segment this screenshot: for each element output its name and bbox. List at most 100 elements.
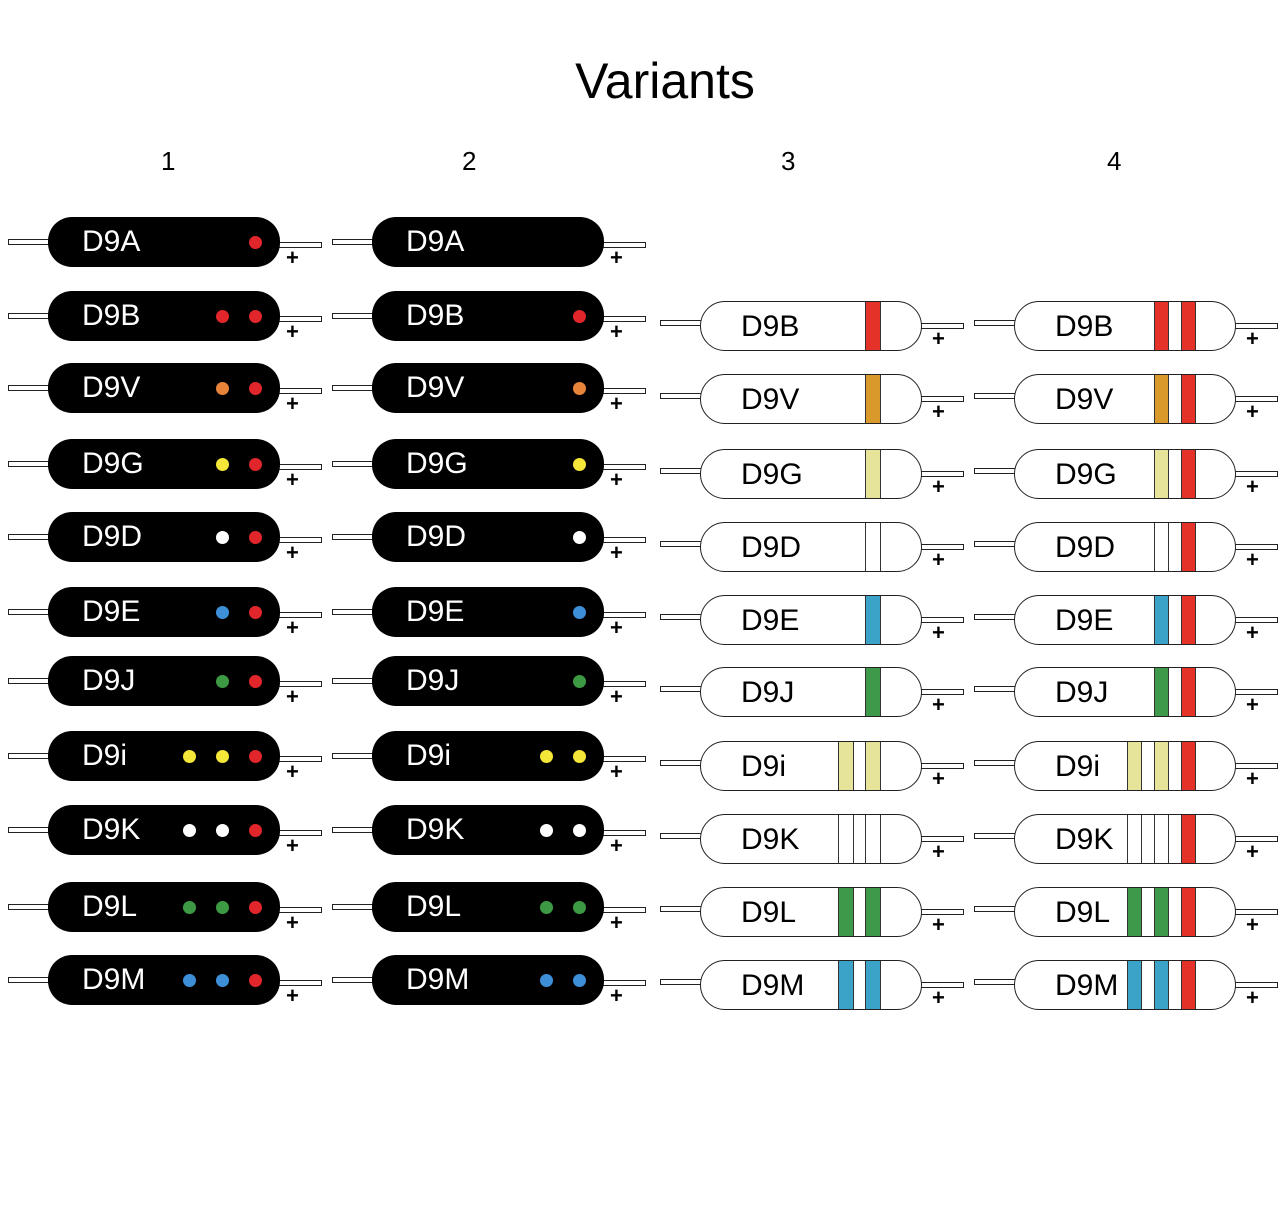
part-label: D9E — [741, 604, 800, 637]
diode-body: D9B — [1014, 301, 1236, 351]
diode-body: D9L — [372, 882, 604, 932]
color-band-green — [865, 668, 881, 716]
part-label: D9J — [741, 676, 795, 709]
plus-sign: + — [610, 983, 623, 1008]
color-dot-red — [249, 974, 262, 987]
color-band-white — [865, 523, 881, 571]
part-label: D9L — [1055, 896, 1111, 929]
part-label: D9E — [1055, 604, 1114, 637]
color-band-red — [1181, 450, 1196, 498]
part-label: D9G — [741, 458, 803, 491]
diode-part: +D9J — [660, 662, 980, 722]
color-dot-red — [573, 310, 586, 323]
diode-body: D9D — [1014, 522, 1236, 572]
color-dot-white — [573, 531, 586, 544]
diode-body: D9E — [48, 587, 280, 637]
plus-sign: + — [286, 684, 299, 709]
diode-part: +D9L — [8, 880, 328, 940]
diode-part: +D9V — [974, 369, 1284, 429]
plus-sign: + — [610, 833, 623, 858]
part-label: D9i — [1055, 750, 1101, 783]
diode-body: D9K — [1014, 814, 1236, 864]
plus-sign: + — [610, 245, 623, 270]
plus-sign: + — [1246, 766, 1259, 791]
plus-sign: + — [1246, 547, 1259, 572]
color-dot-red — [249, 458, 262, 471]
diode-part: +D9E — [8, 585, 328, 645]
diode-part: +D9V — [660, 369, 980, 429]
lead-wire-right — [600, 681, 646, 687]
color-band-white — [838, 815, 854, 863]
diode-body: D9E — [372, 587, 604, 637]
color-dot-red — [249, 310, 262, 323]
diode-body: D9G — [700, 449, 922, 499]
color-band-red — [1181, 742, 1196, 790]
part-label: D9A — [406, 225, 465, 258]
color-dot-red — [249, 606, 262, 619]
color-band-red — [1181, 668, 1196, 716]
color-dot-green — [216, 675, 229, 688]
lead-wire-right — [276, 756, 322, 762]
diode-part: +D9B — [974, 296, 1284, 356]
color-band-red — [1154, 302, 1169, 350]
plus-sign: + — [1246, 474, 1259, 499]
color-band-red — [1181, 888, 1196, 936]
plus-sign: + — [932, 839, 945, 864]
diode-part: +D9D — [660, 517, 980, 577]
color-dot-blue — [573, 606, 586, 619]
diode-part: +D9G — [974, 444, 1284, 504]
plus-sign: + — [932, 912, 945, 937]
diode-body: D9L — [48, 882, 280, 932]
color-band-red — [1181, 523, 1196, 571]
lead-wire-right — [600, 830, 646, 836]
lead-wire-right — [600, 388, 646, 394]
lead-wire-right — [276, 612, 322, 618]
color-dot-green — [216, 901, 229, 914]
diode-body: D9K — [48, 805, 280, 855]
diode-part: +D9K — [8, 803, 328, 863]
part-label: D9i — [82, 739, 128, 772]
diode-body: D9L — [1014, 887, 1236, 937]
diode-body: D9E — [700, 595, 922, 645]
plus-sign: + — [932, 399, 945, 424]
color-band-blue — [838, 961, 854, 1009]
lead-wire-right — [600, 907, 646, 913]
column-header-3: 3 — [781, 146, 796, 176]
plus-sign: + — [932, 620, 945, 645]
color-dot-red — [249, 531, 262, 544]
color-dot-yellow — [573, 750, 586, 763]
color-band-green — [865, 888, 881, 936]
color-band-white — [1154, 815, 1169, 863]
column-header-1: 1 — [161, 146, 176, 176]
diode-part: +D9L — [332, 880, 652, 940]
lead-wire-right — [276, 907, 322, 913]
diode-body: D9B — [372, 291, 604, 341]
plus-sign: + — [286, 910, 299, 935]
part-label: D9M — [741, 969, 805, 1002]
color-band-yellow — [1127, 742, 1142, 790]
color-dot-white — [540, 824, 553, 837]
plus-sign: + — [932, 985, 945, 1010]
lead-wire-right — [600, 242, 646, 248]
part-label: D9K — [82, 813, 141, 846]
plus-sign: + — [1246, 985, 1259, 1010]
plus-sign: + — [610, 391, 623, 416]
diode-body: D9V — [48, 363, 280, 413]
color-band-green — [838, 888, 854, 936]
color-band-orange — [865, 375, 881, 423]
plus-sign: + — [286, 759, 299, 784]
diode-part: +D9A — [8, 215, 328, 275]
color-band-yellow — [1154, 450, 1169, 498]
color-band-blue — [865, 596, 881, 644]
plus-sign: + — [932, 326, 945, 351]
part-label: D9V — [82, 371, 141, 404]
diode-body: D9B — [700, 301, 922, 351]
plus-sign: + — [286, 540, 299, 565]
color-dot-red — [249, 236, 262, 249]
part-label: D9A — [82, 225, 141, 258]
diode-body: D9M — [700, 960, 922, 1010]
color-band-yellow — [1154, 742, 1169, 790]
color-dot-red — [249, 824, 262, 837]
diode-body: D9B — [48, 291, 280, 341]
plus-sign: + — [610, 467, 623, 492]
